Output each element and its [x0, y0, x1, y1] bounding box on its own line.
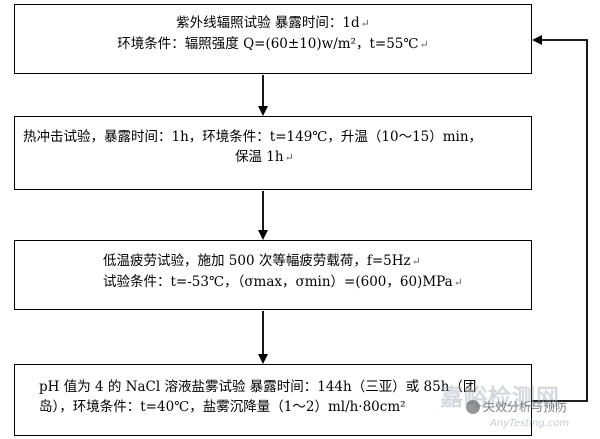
step-uv-line1: 紫外线辐照试验 暴露时间：1d↵ — [176, 15, 370, 31]
step-box-low-temp-fatigue: 低温疲劳试验，施加 500 次等幅疲劳载荷，f=5Hz↵ 试验条件：t=-53℃… — [14, 240, 532, 310]
watermark-badge-text: 失效分析与预防 — [483, 400, 568, 414]
step-salt-line2: 岛），环境条件：t=40℃，盐雾沉降量（1～2）ml/h·80cm² — [39, 399, 406, 415]
step-box-uv: 紫外线辐照试验 暴露时间：1d↵ 环境条件：辐照强度 Q=(60±10)w/m²… — [14, 4, 532, 74]
step-box-thermal-shock: 热冲击试验，暴露时间：1h，环境条件：t=149℃，升温（10～15）min， … — [14, 116, 532, 190]
step-thermal-line2: 保温 1h↵ — [235, 149, 294, 165]
loop-back-arrow — [532, 35, 588, 402]
step-fatigue-line2: 试验条件：t=-53℃，（σmax，σmin）=(600，60)MPa↵ — [103, 274, 463, 290]
wechat-icon — [466, 399, 480, 414]
step-box-salt-spray: pH 值为 4 的 NaCl 溶液盐雾试验 暴露时间：144h（三亚）或 85h… — [14, 364, 532, 436]
step-fatigue-line1: 低温疲劳试验，施加 500 次等幅疲劳载荷，f=5Hz↵ — [103, 253, 421, 269]
watermark-logo: 嘉峪检测网 — [440, 385, 560, 411]
watermark-url: AnyTesting.com — [490, 418, 570, 429]
step-salt-line1: pH 值为 4 的 NaCl 溶液盐雾试验 暴露时间：144h（三亚）或 85h… — [39, 379, 477, 395]
step-thermal-line1: 热冲击试验，暴露时间：1h，环境条件：t=149℃，升温（10～15）min， — [23, 129, 483, 145]
step-uv-line2: 环境条件：辐照强度 Q=(60±10)w/m²，t=55℃↵ — [117, 36, 429, 52]
watermark-badge: 失效分析与预防 — [466, 398, 567, 415]
